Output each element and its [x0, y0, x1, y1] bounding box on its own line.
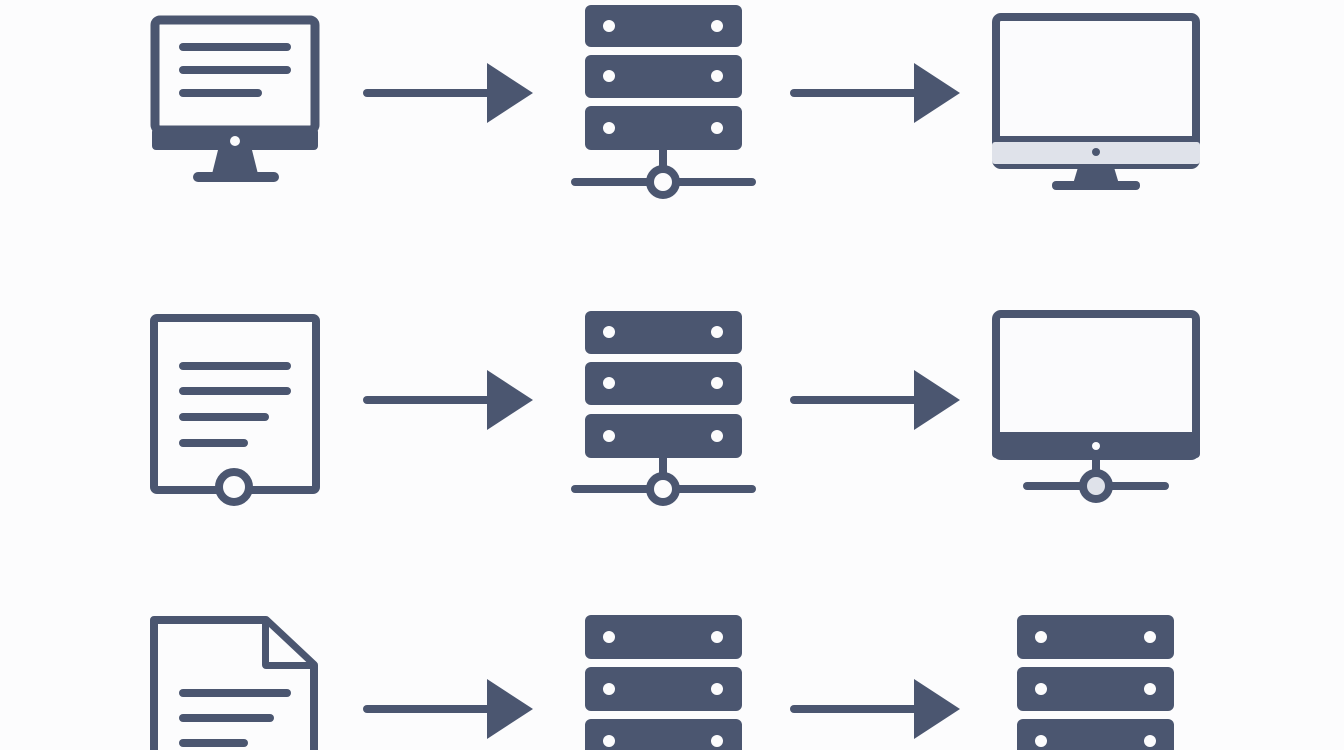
monitor-network-icon — [992, 310, 1200, 503]
document-network-icon — [150, 314, 320, 506]
server-icon — [585, 615, 742, 750]
row-2 — [150, 310, 1200, 506]
arrow-right-icon — [363, 370, 533, 430]
arrow-right-icon — [790, 370, 960, 430]
row-3 — [150, 615, 1174, 750]
row-1 — [150, 5, 1200, 199]
desktop-monitor-icon — [992, 13, 1200, 190]
server-network-icon — [571, 5, 756, 199]
document-file-icon — [150, 616, 318, 750]
arrow-right-icon — [363, 679, 533, 739]
arrow-right-icon — [363, 63, 533, 123]
arrow-right-icon — [790, 63, 960, 123]
arrow-right-icon — [790, 679, 960, 739]
monitor-document-icon — [150, 15, 320, 182]
server-icon — [1017, 615, 1174, 750]
server-network-icon — [571, 311, 756, 506]
